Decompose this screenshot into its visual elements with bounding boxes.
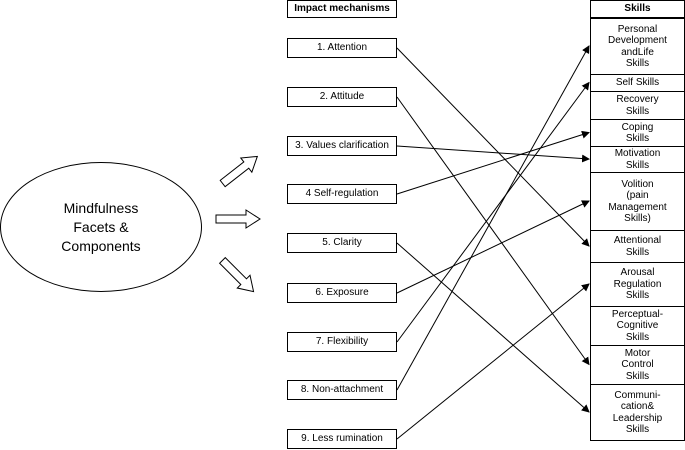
connection-arrow xyxy=(396,47,590,247)
skill-box: Self Skills xyxy=(590,74,685,92)
connection-arrow xyxy=(396,242,590,413)
mechanism-box: 4 Self-regulation xyxy=(287,184,397,204)
connection-arrow xyxy=(396,81,590,343)
mechanism-skill-connections xyxy=(396,45,590,440)
upper-block-arrow xyxy=(219,155,259,188)
connection-arrow xyxy=(396,130,590,195)
skill-box: Personal Development andLife Skills xyxy=(590,18,685,75)
connection-arrow xyxy=(396,200,590,294)
impact-mechanisms-header: Impact mechanisms xyxy=(287,0,397,18)
source-to-mechanisms-arrows xyxy=(215,155,261,293)
mechanism-box: 7. Flexibility xyxy=(287,332,397,352)
skill-box: Coping Skills xyxy=(590,119,685,147)
mindfulness-facets-node: Mindfulness Facets & Components xyxy=(0,162,202,292)
mechanism-box: 8. Non-attachment xyxy=(287,380,397,400)
skill-box: Attentional Skills xyxy=(590,230,685,263)
middle-block-arrow xyxy=(215,209,261,229)
lower-block-arrow xyxy=(218,256,255,293)
skill-box: Arousal Regulation Skills xyxy=(590,262,685,307)
connection-arrow xyxy=(396,283,590,440)
skills-header: Skills xyxy=(590,0,685,18)
connection-arrow xyxy=(396,45,590,391)
skill-box: Communi- cation& Leadership Skills xyxy=(590,384,685,441)
mechanism-box: 1. Attention xyxy=(287,38,397,58)
skill-box: Perceptual- Cognitive Skills xyxy=(590,306,685,346)
skill-box: Motivation Skills xyxy=(590,146,685,173)
skill-box: Volition (pain Management Skills) xyxy=(590,172,685,231)
skill-box: Motor Control Skills xyxy=(590,345,685,385)
mechanism-box: 9. Less rumination xyxy=(287,429,397,449)
skill-box: Recovery Skills xyxy=(590,91,685,120)
connection-arrow xyxy=(396,145,590,163)
mechanism-box: 5. Clarity xyxy=(287,233,397,253)
mechanism-box: 3. Values clarification xyxy=(287,136,397,156)
mechanism-box: 6. Exposure xyxy=(287,283,397,303)
connection-arrow xyxy=(396,96,590,366)
mechanism-box: 2. Attitude xyxy=(287,87,397,107)
